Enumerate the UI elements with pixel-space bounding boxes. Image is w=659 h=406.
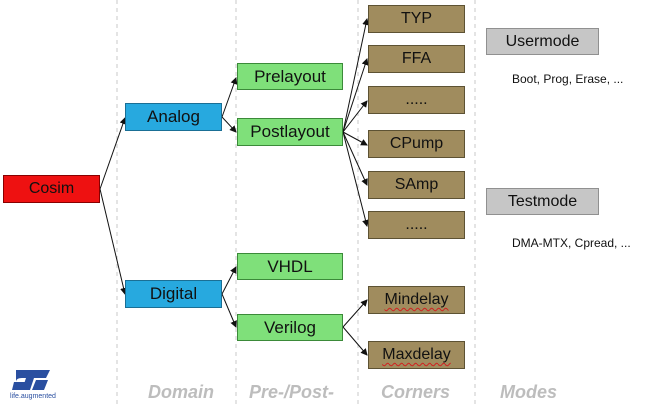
node-testmode: Testmode (486, 188, 599, 215)
node-mindelay-label: Mindelay (384, 291, 449, 308)
node-typ: TYP (368, 5, 465, 33)
node-postlayout-label: Postlayout (250, 122, 330, 141)
column-label-modes: Modes (500, 382, 558, 402)
node-verilog-label: Verilog (264, 317, 316, 337)
node-digital-label: Digital (149, 284, 198, 303)
node-dots-1-label: ..... (405, 91, 428, 108)
node-dots-1: ..... (368, 86, 465, 114)
node-typ-label: TYP (400, 10, 433, 27)
column-label-corners: Corners (381, 382, 451, 402)
usermode-detail: Boot, Prog, Erase, ... (512, 72, 624, 86)
node-vhdl: VHDL (237, 253, 343, 280)
node-testmode-label: Testmode (507, 192, 578, 210)
node-vhdl-label: VHDL (267, 256, 313, 276)
column-label-domain: Domain (148, 382, 215, 402)
node-verilog: Verilog (237, 314, 343, 341)
node-cpump-label: CPump (389, 135, 444, 152)
node-maxdelay: Maxdelay (368, 341, 465, 369)
node-prelayout-label: Prelayout (254, 66, 326, 86)
node-ffa-label: FFA (401, 50, 432, 67)
node-dots-2: ..... (368, 211, 465, 239)
node-prelayout: Prelayout (237, 63, 343, 90)
node-digital: Digital (125, 280, 222, 308)
node-samp-label: SAmp (394, 176, 439, 193)
st-logo-icon (12, 370, 50, 390)
node-usermode-label: Usermode (505, 32, 580, 50)
node-dots-2-label: ..... (405, 216, 428, 233)
column-separators (116, 0, 476, 406)
node-ffa: FFA (368, 45, 465, 73)
node-analog-label: Analog (147, 107, 200, 126)
node-cosim-label: Cosim (28, 180, 75, 197)
node-mindelay: Mindelay (368, 286, 465, 314)
node-analog: Analog (125, 103, 222, 131)
column-label-prepost: Pre-/Post- (249, 382, 335, 402)
node-samp: SAmp (368, 171, 465, 199)
node-cosim: Cosim (3, 175, 100, 203)
testmode-detail: DMA-MTX, Cpread, ... (512, 236, 631, 250)
node-maxdelay-label: Maxdelay (382, 346, 451, 363)
node-cpump: CPump (368, 130, 465, 158)
arrows (99, 18, 370, 356)
node-postlayout: Postlayout (237, 118, 343, 146)
node-usermode: Usermode (486, 28, 599, 55)
logo-tagline: life.augmented (10, 393, 56, 400)
